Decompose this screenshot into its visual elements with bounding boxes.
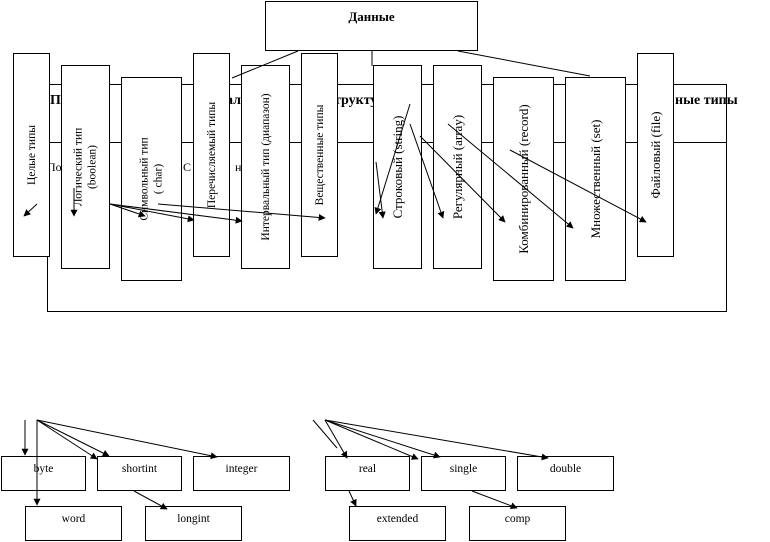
leaf-double-label: double	[549, 463, 582, 475]
arrow-to-single-2	[324, 419, 441, 459]
leaf-real-label: real	[358, 463, 377, 475]
string-type-label: Строковый (string)	[389, 115, 405, 219]
leaf-shortint-label: shortint	[121, 463, 158, 475]
record-type-box: Комбинированный (record)	[493, 77, 554, 281]
arrow-to-shortint	[36, 419, 110, 457]
arrow-to-shortint-2	[36, 419, 98, 460]
leaf-longint: longint	[145, 506, 242, 541]
subrange-type-label: Интервальный тип (диапазон)	[259, 93, 272, 241]
leaf-integer: integer	[193, 456, 290, 491]
boolean-type-sub: (boolean)	[86, 144, 99, 190]
arrow-to-integer	[36, 419, 218, 460]
string-type-box: Строковый (string)	[373, 65, 422, 269]
band-title-right: ные типы	[675, 93, 738, 108]
leaf-comp-label: comp	[504, 513, 531, 525]
leaf-single-label: single	[449, 463, 478, 475]
band-subtitle-mid: С	[183, 160, 192, 174]
line-real-left	[312, 419, 338, 449]
set-type-box: Множественный (set)	[565, 77, 626, 281]
arrow-to-single	[324, 419, 419, 460]
set-type-label: Множественный (set)	[587, 119, 603, 239]
record-type-label: Комбинированный (record)	[515, 104, 531, 254]
leaf-double: double	[517, 456, 614, 491]
leaf-byte: byte	[1, 456, 86, 491]
char-type-label: Символьный тип	[138, 137, 151, 221]
leaf-extended: extended	[349, 506, 446, 541]
arrow-to-extended	[348, 490, 357, 507]
leaf-longint-label: longint	[177, 513, 210, 525]
leaf-single: single	[421, 456, 506, 491]
char-type-sub: ( char)	[152, 163, 165, 195]
enum-type-label: Перечисляемый типы	[205, 101, 218, 209]
file-type-label: Файловый (file)	[647, 111, 663, 199]
root-data-box: Данные	[265, 1, 478, 51]
leaf-integer-label: integer	[225, 463, 258, 475]
file-type-box: Файловый (file)	[637, 53, 674, 257]
char-type-box: Символьный тип ( char)	[121, 77, 182, 281]
leaf-shortint: shortint	[97, 456, 182, 491]
root-label: Данные	[348, 9, 395, 24]
real-types-label: Вещественные типы	[313, 104, 326, 206]
array-type-box: Регулярный (array)	[433, 65, 482, 269]
band-title-mid: труктур	[334, 93, 386, 108]
leaf-extended-label: extended	[376, 513, 419, 525]
real-types-box: Вещественные типы	[301, 53, 338, 257]
arrow-to-real	[324, 419, 348, 459]
leaf-byte-label: byte	[33, 463, 54, 475]
leaf-comp: comp	[469, 506, 566, 541]
leaf-real: real	[325, 456, 410, 491]
enum-type-box: Перечисляемый типы	[193, 53, 230, 257]
band-subtitle-left: По	[47, 160, 62, 174]
boolean-type-box: Логический тип (boolean)	[61, 65, 110, 269]
subrange-type-box: Интервальный тип (диапазон)	[241, 65, 290, 269]
integer-types-box: Целые типы	[13, 53, 50, 257]
leaf-word: word	[25, 506, 122, 541]
arrow-to-double	[324, 419, 549, 461]
array-type-label: Регулярный (array)	[449, 114, 465, 220]
integer-types-label: Целые типы	[25, 125, 38, 185]
boolean-type-label: Логический тип	[72, 127, 85, 207]
leaf-word-label: word	[61, 513, 86, 525]
